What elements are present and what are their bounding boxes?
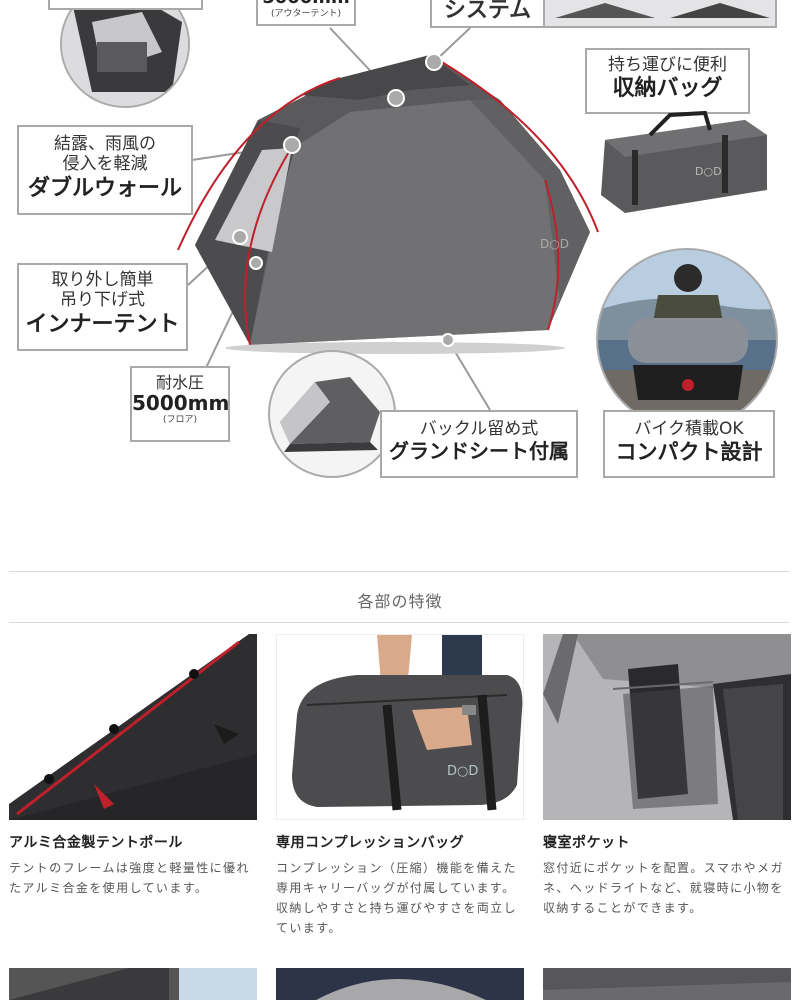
section-rule-bottom [9, 622, 789, 623]
svg-text:D○D: D○D [447, 764, 478, 779]
bag-logo: D○D [695, 165, 722, 178]
storage-bag-label: 持ち運びに便利 収納バッグ [585, 48, 750, 114]
storage-bag-image: D○D [601, 110, 767, 213]
feature-card-pole: アルミ合金製テントポール テントのフレームは強度と軽量性に優れたアルミ合金を使用… [9, 634, 257, 898]
feature-title: アルミ合金製テントポール [9, 835, 183, 851]
bike-loading-label: バイク積載OK コンパクト設計 [603, 410, 775, 478]
feature-description: コンプレッション（圧縮）機能を備えた専用キャリーバッグが付属しています。収納しや… [276, 861, 518, 935]
double-wall-label: 結露、雨風の 侵入を軽減 ダブルウォール [17, 125, 193, 215]
system-label: システム [430, 0, 545, 28]
next-feature-photo-1 [9, 968, 257, 1000]
next-feature-photo-3 [543, 968, 791, 1000]
motorbike-loading-circle [596, 248, 778, 430]
top-left-label [48, 0, 203, 10]
section-title: 各部の特徴 [357, 592, 443, 611]
ground-sheet-label: バックル留め式 グランドシート付属 [380, 410, 578, 478]
inner-tent-detail-circle [60, 0, 190, 108]
pole-photo [9, 634, 257, 820]
inner-tent-label: 取り外し簡単 吊り下げ式 インナーテント [17, 263, 188, 351]
ground-sheet-detail-circle [268, 350, 396, 478]
tent-logo: D○D [540, 237, 569, 251]
compression-bag-photo: D○D [276, 634, 524, 820]
section-rule-top [9, 571, 789, 572]
floor-water-label: 耐水圧 5000mm (フロア) [130, 366, 230, 442]
tent-illustration: D○D [177, 27, 599, 411]
next-feature-photo-2 [276, 968, 524, 1000]
feature-description: 窓付近にポケットを配置。スマホやメガネ、ヘッドライトなど、就寝時に小物を収納する… [543, 861, 784, 915]
product-infographic: D○D 5000mm (アウターテント) システム [17, 0, 778, 478]
feature-title: 専用コンプレッションバッグ [276, 835, 465, 851]
feature-title: 寝室ポケット [543, 835, 630, 851]
system-thumbnails [545, 0, 777, 28]
bedroom-pocket-photo [543, 634, 791, 820]
outer-tent-water-label: 5000mm (アウターテント) [256, 0, 356, 26]
feature-description: テントのフレームは強度と軽量性に優れたアルミ合金を使用しています。 [9, 861, 250, 895]
feature-card-bag: D○D 専用コンプレッションバッグ コンプレッション（圧縮）機能を備えた専用キャ… [276, 634, 524, 938]
feature-card-pocket: 寝室ポケット 窓付近にポケットを配置。スマホやメガネ、ヘッドライトなど、就寝時に… [543, 634, 791, 918]
